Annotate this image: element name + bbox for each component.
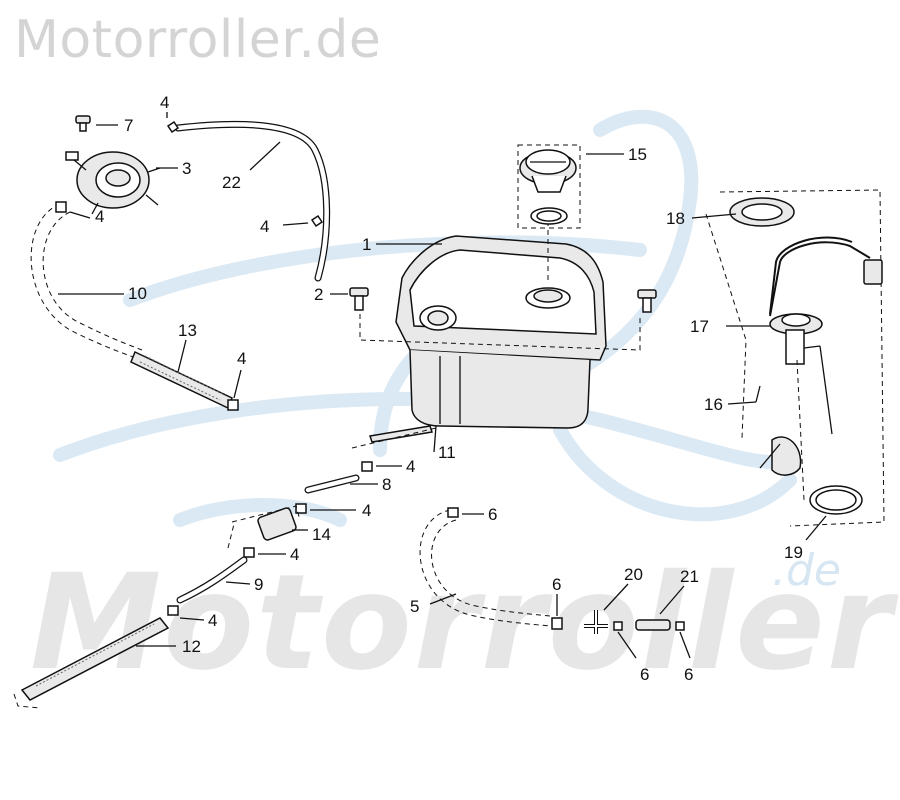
callout-3: 3 [182,159,191,178]
part-4-clip-lower-c [243,547,286,558]
callout-5: 5 [410,597,419,616]
part-9-hose [176,556,251,604]
part-21-connector-hose [635,585,685,631]
part-8-hose [304,474,378,494]
part-16-fuel-sender-assembly [705,189,885,527]
callout-4: 4 [95,207,104,226]
part-1-fuel-tank [359,212,641,429]
callout-4: 4 [362,501,371,520]
callout-8: 8 [382,475,391,494]
callout-15: 15 [628,145,647,164]
part-4-hose-clip-left-lower [227,369,242,411]
callout-6: 6 [552,575,561,594]
callout-4: 4 [406,457,415,476]
part-6-clip-b [551,594,563,630]
part-2-bolt-left [330,287,369,311]
part-4-hose-clip-top [166,112,180,134]
callout-12: 12 [182,637,201,656]
callout-4: 4 [208,611,217,630]
callout-18: 18 [666,209,685,228]
part-15-fuel-cap [517,144,624,229]
part-4-hose-clip-mid [282,214,324,228]
callout-14: 14 [312,525,331,544]
callout-19: 19 [784,543,803,562]
callout-4: 4 [160,93,169,112]
part-6-clip-d [675,621,691,659]
part-4-clip-lower-d [167,605,205,621]
part-4-clip-lower-b [295,503,356,514]
part-13-protective-sleeve [130,339,233,410]
part-7-screw [75,115,118,132]
part-4-clip-lower-a [361,461,402,472]
callout-21: 21 [680,567,699,586]
callout-1: 1 [362,235,371,254]
part-6-clip-c [613,621,637,659]
callout-4: 4 [290,545,299,564]
part-3-fuel-valve [65,151,178,215]
callout-4: 4 [260,217,269,236]
callout-17: 17 [690,317,709,336]
callout-2: 2 [314,285,323,304]
part-10-fuel-hose-outline [30,201,143,361]
callout-4: 4 [237,349,246,368]
watermark-text: Motorroller [30,546,899,700]
callout-7: 7 [124,116,133,135]
part-2-bolt-right [637,289,657,313]
callout-6: 6 [684,665,693,684]
callout-9: 9 [254,575,263,594]
part-6-clip-a [447,507,484,518]
brand-title: Motorroller.de [14,10,382,70]
part-11-sleeve [351,425,437,453]
callout-10: 10 [128,284,147,303]
callout-22: 22 [222,173,241,192]
part-12-sleeve [13,617,176,709]
part-18-lock-ring [691,197,795,227]
part-14-fuel-filter [227,505,308,549]
callout-13: 13 [178,321,197,340]
callout-labels: 4 7 3 22 4 4 10 13 4 1 2 15 18 17 16 19 … [95,93,803,684]
part-5-hose [419,509,551,627]
callout-20: 20 [624,565,643,584]
part-22-fuel-hose [174,120,331,282]
part-20-t-connector [584,583,629,634]
callout-11: 11 [438,443,456,462]
part-19-gasket [805,485,863,541]
callout-6: 6 [488,505,497,524]
watermark-domain: .de [772,545,841,596]
callout-16: 16 [704,395,723,414]
callout-6: 6 [640,665,649,684]
